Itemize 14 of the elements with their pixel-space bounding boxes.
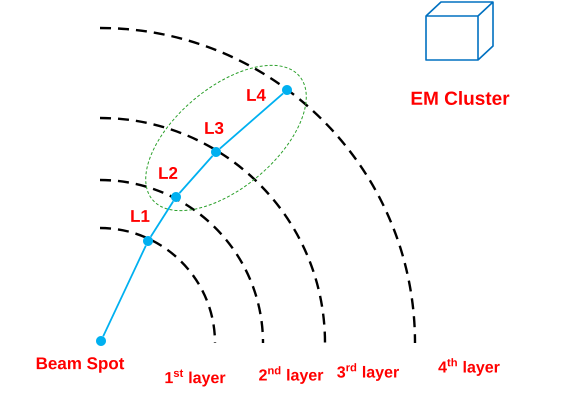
point-label: L1 — [131, 210, 150, 222]
track-line — [150, 200, 174, 238]
point-label: L3 — [205, 122, 224, 134]
point-label: L4 — [247, 89, 266, 101]
point-label: L2 — [159, 167, 178, 179]
layer-label: 3$^{rd}$ layer — [337, 363, 399, 381]
beam-spot-label: Beam Spot — [36, 357, 124, 373]
layer-label: 2$^{nd}$ layer — [259, 366, 324, 384]
track-line — [178, 155, 214, 194]
layer-label: 4$^{th}$ layer — [438, 358, 500, 376]
track-line — [219, 92, 284, 150]
layer-label: 1$^{st}$ layer — [165, 370, 226, 386]
cluster-label: EM Cluster — [412, 91, 510, 105]
track-line — [102, 245, 147, 337]
